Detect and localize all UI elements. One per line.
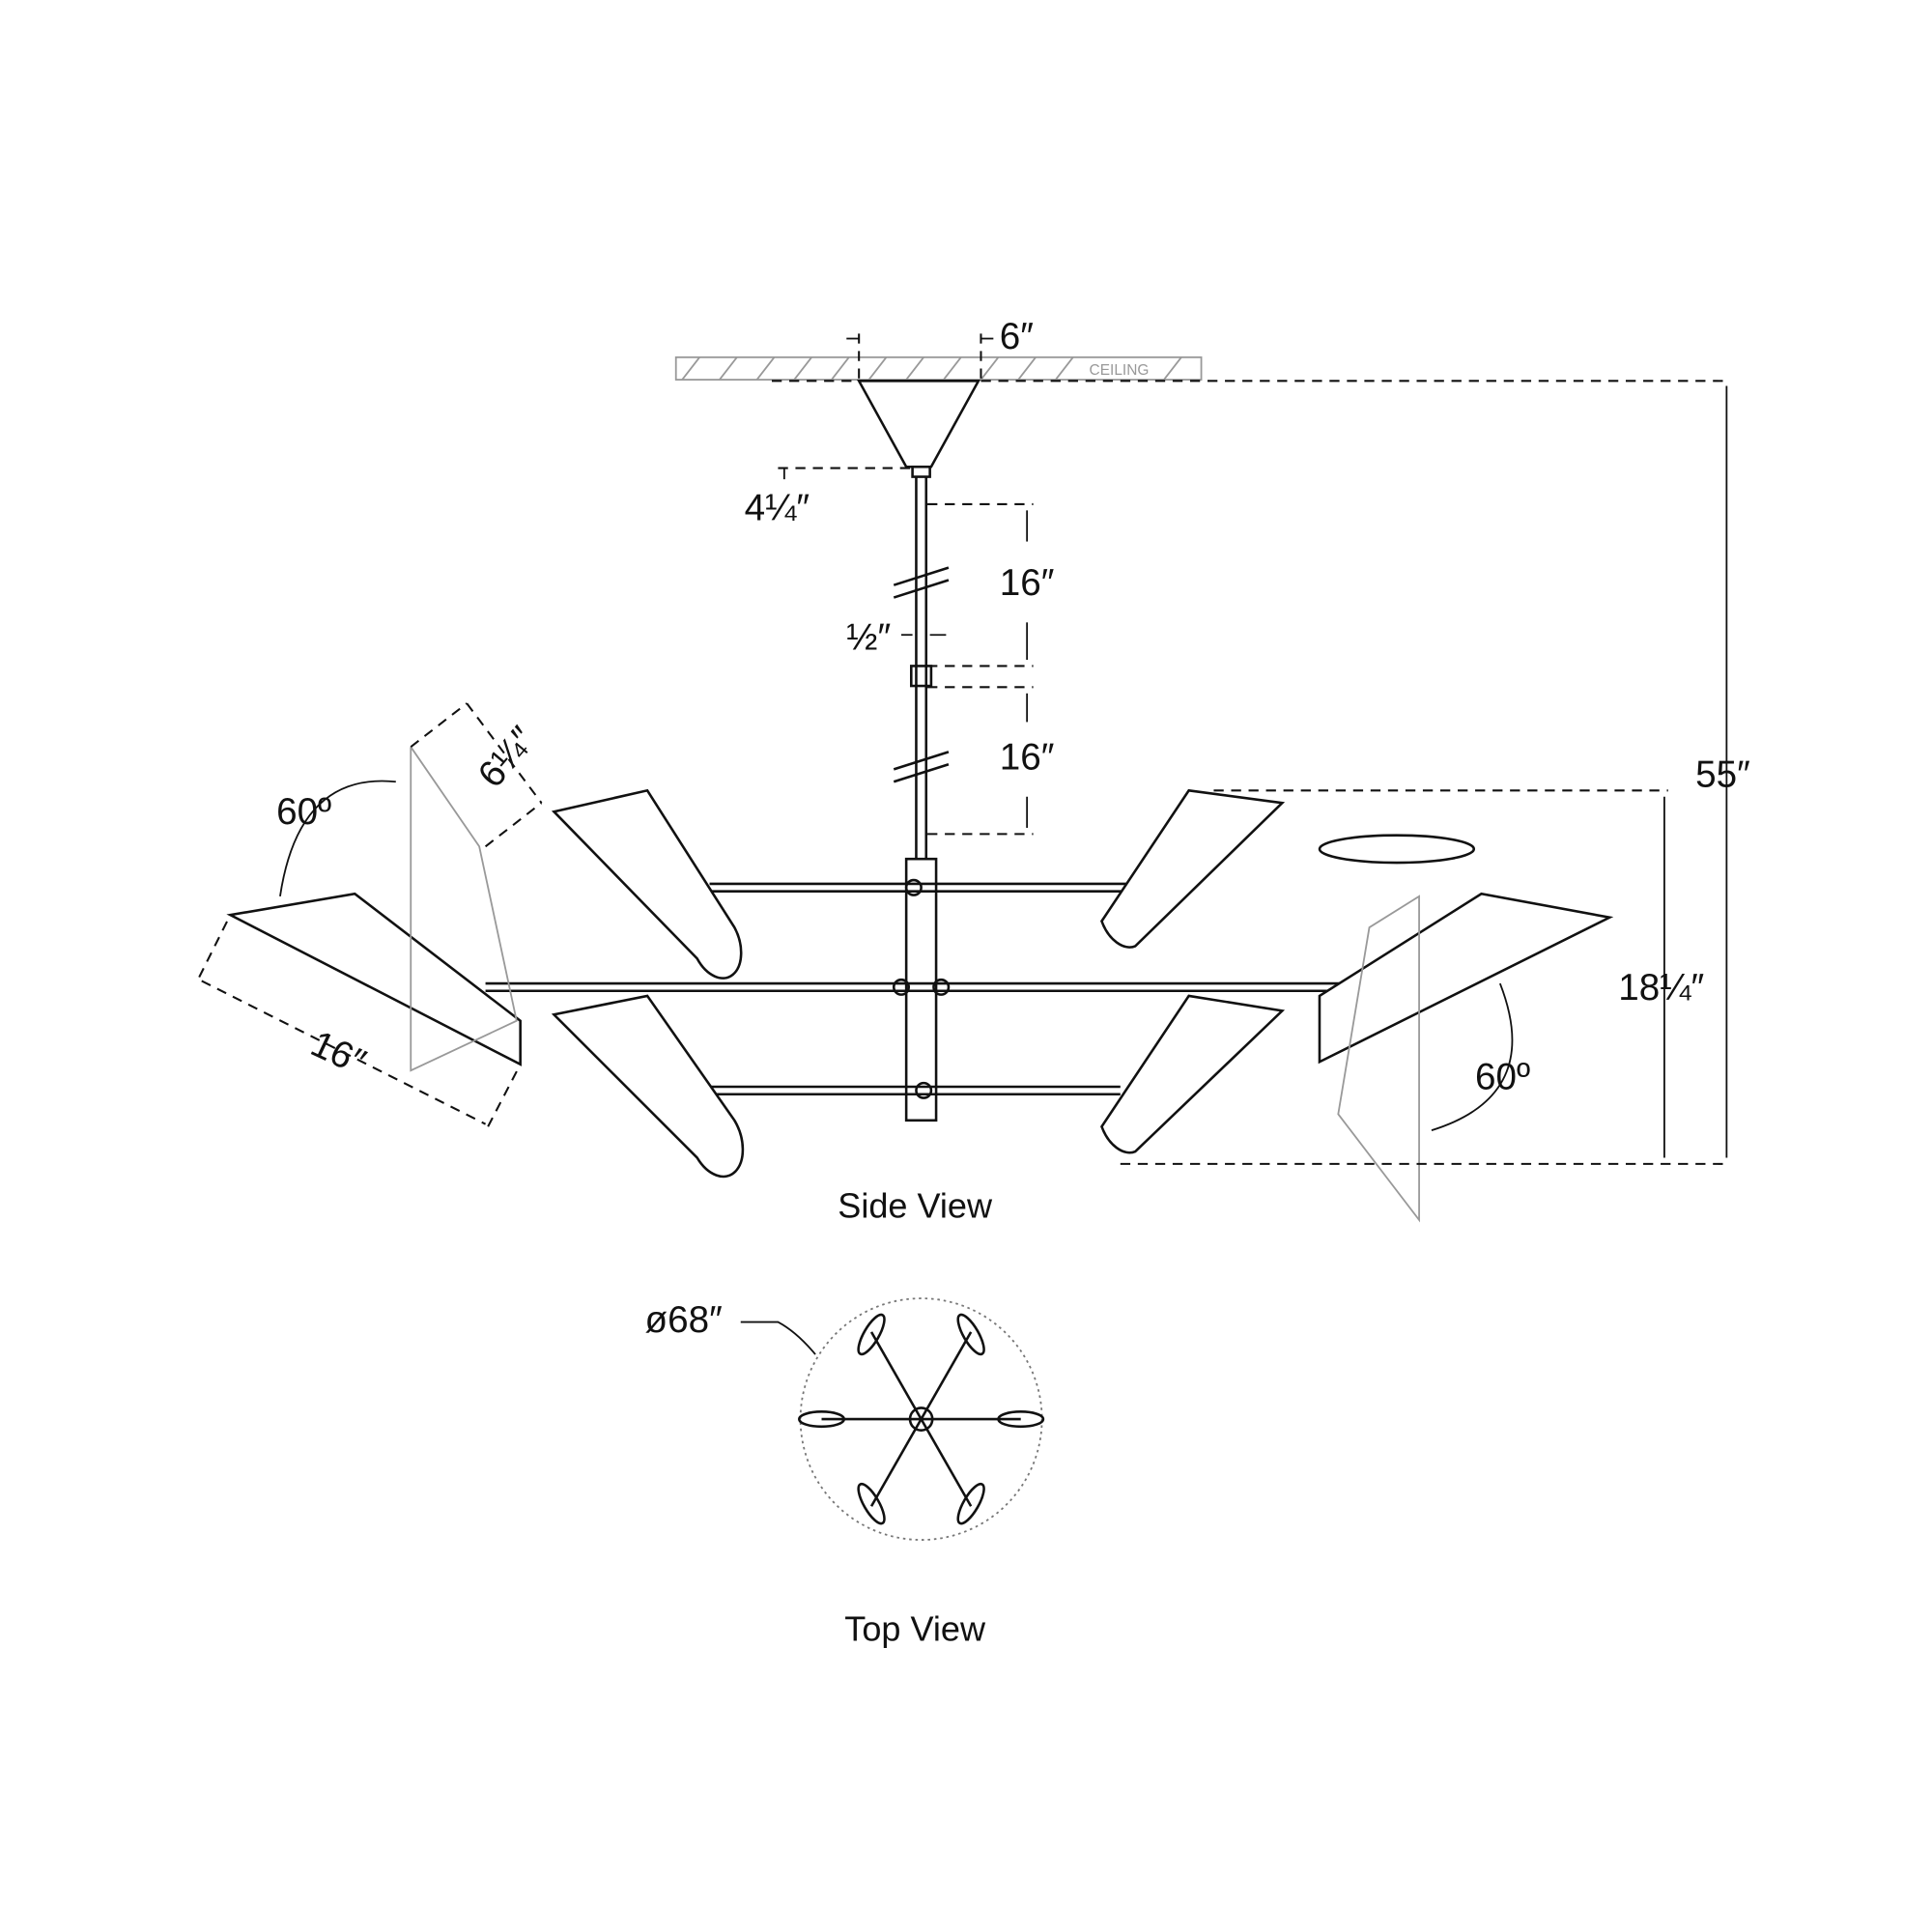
angle-right-label: 60º <box>1475 1057 1530 1098</box>
diameter-label: ø68″ <box>645 1299 723 1341</box>
fixture-height-label: 18¼″ <box>1618 967 1704 1009</box>
ceiling-label: CEILING <box>1090 362 1150 379</box>
stem-diameter-label: ½″ <box>846 617 891 659</box>
side-view-label: Side View <box>838 1185 993 1225</box>
stem-lower-label: 16″ <box>1000 736 1055 778</box>
canopy <box>856 380 981 469</box>
shade-width-label: 6¼″ <box>470 719 544 795</box>
stem-upper-label: 16″ <box>1000 562 1055 604</box>
rotation-ghosts <box>410 746 1476 1223</box>
top-view <box>798 1297 1045 1541</box>
canopy-width-label: 6″ <box>1000 316 1034 357</box>
arms <box>485 878 1357 1099</box>
shade-length-label: 16″ <box>304 1023 372 1084</box>
overall-height-label: 55″ <box>1695 753 1750 795</box>
shades <box>226 788 1614 1179</box>
ceiling: CEILING <box>674 355 1203 381</box>
top-view-label: Top View <box>844 1608 986 1648</box>
stem <box>893 476 950 860</box>
angle-left-label: 60º <box>276 791 331 833</box>
canopy-height-label: 4¼″ <box>745 488 810 529</box>
